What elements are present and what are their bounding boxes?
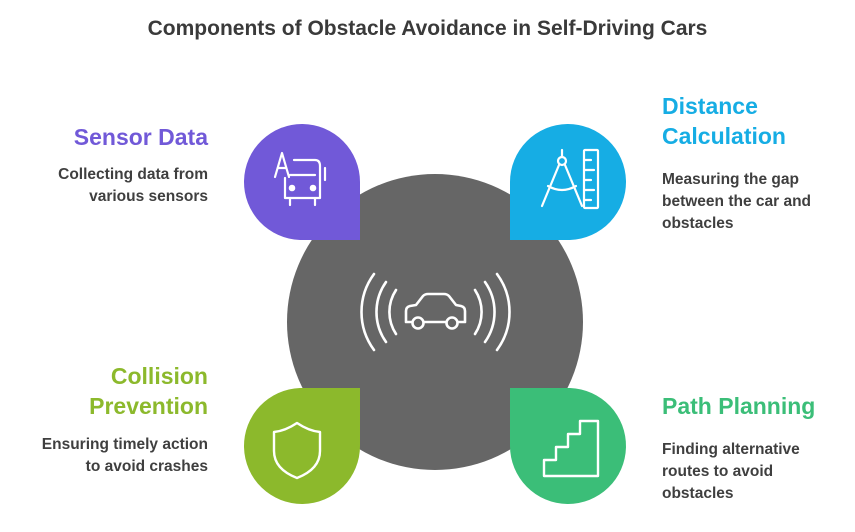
distance-calculation-petal: [510, 124, 626, 240]
shield-icon: [272, 421, 322, 480]
page-title: Components of Obstacle Avoidance in Self…: [147, 17, 708, 40]
path-planning-heading: Path Planning: [662, 393, 816, 419]
path-planning-description: Finding alternative routes to avoid obst…: [662, 441, 800, 502]
sensor-data-petal: [244, 124, 360, 240]
sensor-bus-icon: [273, 151, 327, 207]
collision-prevention-heading: Collision Prevention: [89, 363, 208, 419]
collision-prevention-description: Ensuring timely action to avoid crashes: [41, 436, 208, 475]
stairs-icon: [542, 419, 600, 478]
car-with-sensor-waves-icon: [360, 272, 511, 352]
distance-calculation-heading: Distance Calculation: [662, 93, 786, 149]
distance-calculation-description: Measuring the gap between the car and ob…: [662, 171, 812, 232]
collision-prevention-petal: [244, 388, 360, 504]
sensor-data-description: Collecting data from various sensors: [58, 166, 208, 205]
sensor-data-heading: Sensor Data: [73, 124, 208, 150]
compass-ruler-icon: [540, 148, 600, 210]
